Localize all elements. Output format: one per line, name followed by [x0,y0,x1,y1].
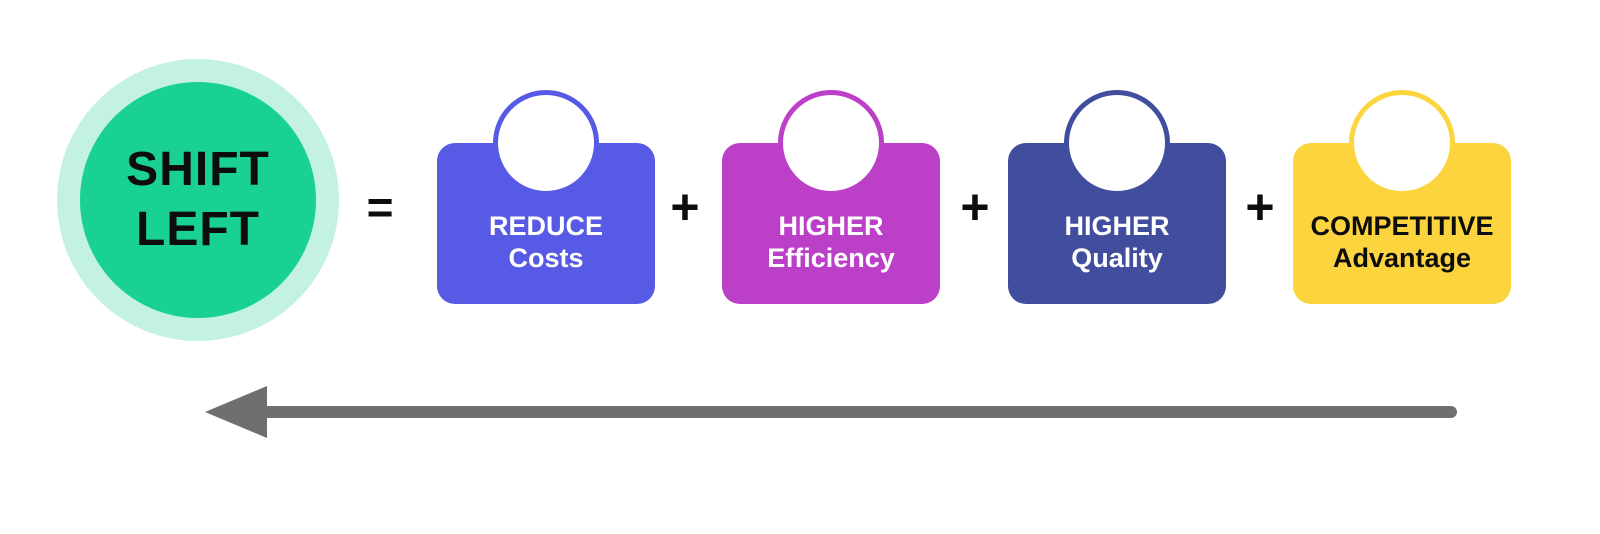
shift-left-arrow [205,386,1457,438]
badge-label-line1: SHIFT [126,143,270,196]
shift-left-badge: SHIFT LEFT [80,82,316,318]
tag-competitive-advantage: COMPETITIVE Advantage [1293,90,1511,304]
badge-label-line2: LEFT [136,203,260,256]
tag-caption-line1: HIGHER [1064,211,1170,241]
tag-caption: HIGHER Quality [1008,210,1226,274]
tag-caption-line2: Quality [1071,243,1163,273]
arrow-shaft [263,406,1457,418]
tag-caption-line1: HIGHER [778,211,884,241]
tag-hole-circle [1064,90,1170,196]
tag-reduce-costs: REDUCE Costs [437,90,655,304]
tag-hole-circle [778,90,884,196]
arrow-head-icon [205,386,267,438]
shift-left-badge-ring: SHIFT LEFT [57,59,339,341]
tag-higher-quality: HIGHER Quality [1008,90,1226,304]
tag-hole-circle [493,90,599,196]
tag-caption: COMPETITIVE Advantage [1293,210,1511,274]
equals-sign: = [366,181,394,233]
tag-caption-line1: REDUCE [488,211,603,241]
tag-caption: REDUCE Costs [437,210,655,274]
tag-caption-line1: COMPETITIVE [1310,211,1494,241]
tag-caption-line2: Costs [508,243,584,273]
tag-caption-line2: Efficiency [767,243,895,273]
plus-sign-3: + [1245,179,1275,235]
tag-hole-circle [1349,90,1455,196]
plus-sign-2: + [960,179,990,235]
tag-higher-efficiency: HIGHER Efficiency [722,90,940,304]
tag-caption: HIGHER Efficiency [722,210,940,274]
tag-caption-line2: Advantage [1332,243,1472,273]
plus-sign-1: + [670,179,700,235]
